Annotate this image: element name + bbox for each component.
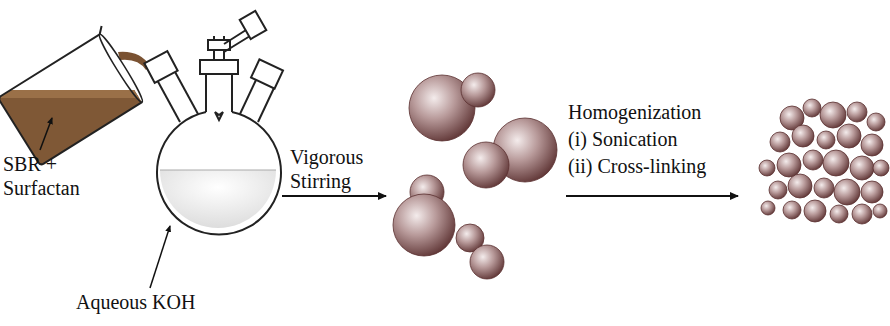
droplet (777, 153, 801, 177)
pour-stream (118, 52, 150, 70)
droplet (792, 125, 814, 147)
droplet (803, 99, 821, 117)
droplet (461, 73, 495, 107)
droplet (834, 179, 860, 205)
droplet (873, 160, 889, 176)
label: Vigorous Stirring (290, 145, 382, 193)
large-droplets (393, 73, 557, 279)
label: (ii) Cross-linking (568, 154, 768, 178)
droplet (759, 160, 775, 176)
beaker (0, 0, 300, 326)
droplet (830, 205, 848, 223)
droplet (817, 131, 835, 149)
droplet (470, 245, 504, 279)
droplet (804, 200, 826, 222)
small-droplets (759, 99, 889, 224)
droplet (788, 174, 812, 198)
leader-arrow (40, 118, 52, 150)
droplet (820, 102, 846, 128)
label: Homogenization (568, 100, 768, 124)
droplet (803, 150, 823, 170)
droplet (463, 142, 509, 188)
droplet (393, 194, 455, 256)
droplet (873, 204, 887, 218)
label: Aqueous KOH (76, 290, 236, 314)
process-arrow (282, 195, 386, 197)
droplet (769, 181, 787, 199)
droplet (761, 201, 775, 215)
process-arrow (566, 195, 738, 197)
leader-arrow (150, 226, 170, 288)
droplet (861, 134, 883, 156)
droplet (783, 201, 801, 219)
label: SBR + Surfactan (3, 152, 98, 200)
label: (i) Sonication (568, 127, 768, 151)
droplet (861, 181, 883, 203)
droplet (770, 132, 790, 152)
droplet (847, 102, 867, 122)
round-bottom-flask (144, 11, 283, 235)
droplet (823, 150, 849, 176)
droplet (850, 156, 874, 180)
droplet (852, 204, 872, 224)
droplet (837, 124, 861, 148)
droplet (814, 178, 834, 198)
droplet (867, 113, 885, 131)
